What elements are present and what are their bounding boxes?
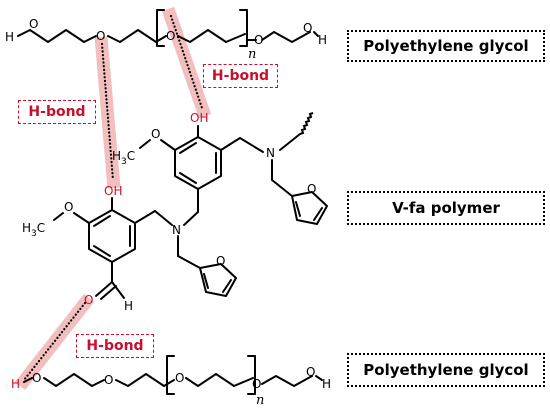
hbond-label-lower: H-bond <box>76 334 154 358</box>
bottom-peg-chain <box>23 355 313 395</box>
upper-methoxy-c: H3C <box>112 149 135 167</box>
bottom-peg-o-3: O <box>175 371 184 385</box>
top-peg-chain <box>17 9 311 47</box>
top-peg-repeat-n: n <box>248 47 256 62</box>
lower-n: N <box>172 223 181 237</box>
hbond-dots-lower <box>22 301 87 382</box>
aldehyde-o: O <box>84 293 93 307</box>
label-bottom-polyethylene-glycol: Polyethylene glycol <box>347 353 545 387</box>
top-peg-o-4: O <box>254 33 263 47</box>
bottom-peg-repeat-n: n <box>256 393 264 408</box>
upper-methoxy-o: O <box>151 127 160 141</box>
bottom-peg-o-5: O <box>306 365 315 379</box>
label-top-polyethylene-glycol: Polyethylene glycol <box>347 30 545 62</box>
bottom-peg-h-right: H <box>322 377 331 391</box>
upper-furan-o: O <box>307 182 316 196</box>
hbond-dots-upper-right <box>169 14 204 110</box>
upper-oh: OH <box>190 111 208 125</box>
bottom-peg-h-left: H <box>11 377 20 391</box>
bottom-peg-o-1: O <box>32 371 41 385</box>
lower-methoxy-c: H3C <box>22 221 45 239</box>
top-peg-h-left: H <box>5 30 14 44</box>
top-peg-o-1: O <box>29 17 38 31</box>
top-peg-o-5: O <box>303 21 312 35</box>
top-peg-o-2: O <box>96 29 105 43</box>
vfa-lower-monomer <box>53 197 237 300</box>
top-peg-h-right: H <box>318 33 327 47</box>
bottom-peg-o-4: O <box>252 377 261 391</box>
hbond-dots-upper-left <box>100 42 115 182</box>
lower-oh: OH <box>104 184 122 198</box>
lower-methoxy-o: O <box>64 200 73 214</box>
lower-furan-o: O <box>216 254 225 268</box>
bottom-peg-o-2: O <box>104 373 113 387</box>
hbond-label-upper-left: H-bond <box>18 100 96 124</box>
hbond-label-upper-right: H-bond <box>203 64 278 88</box>
upper-n: N <box>266 146 275 160</box>
label-vfa-polymer: V-fa polymer <box>347 191 545 225</box>
aldehyde-h: H <box>124 299 133 313</box>
vfa-upper-monomer <box>139 112 328 225</box>
top-peg-o-3: O <box>166 29 175 43</box>
